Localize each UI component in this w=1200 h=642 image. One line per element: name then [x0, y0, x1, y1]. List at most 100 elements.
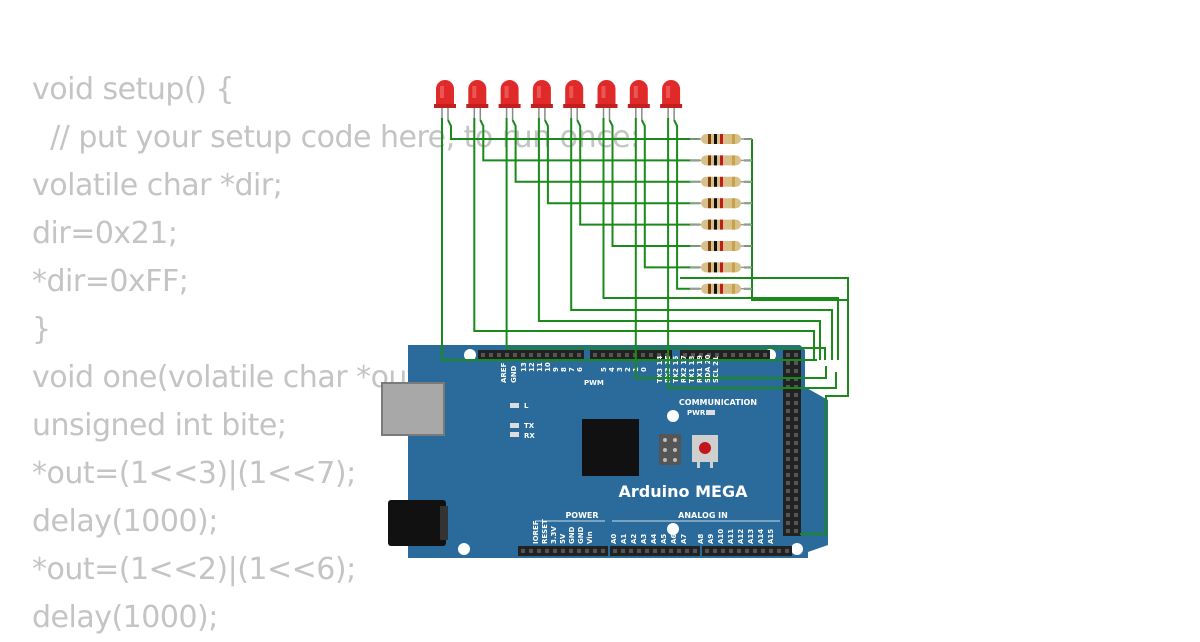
power-header	[518, 546, 608, 556]
label-communication: COMMUNICATION	[679, 398, 757, 407]
icsp-header	[659, 434, 681, 465]
wire	[447, 119, 700, 140]
pin-label: 5	[600, 367, 608, 372]
wire	[473, 118, 815, 360]
analog-header-b	[702, 546, 792, 556]
pin-label: GND	[510, 365, 518, 383]
led	[627, 80, 650, 120]
resistor	[690, 283, 752, 294]
pin-label: A1	[620, 534, 628, 544]
pin-label: RX2 17	[680, 355, 688, 383]
pin-label: TX2 16	[672, 356, 680, 383]
led	[466, 80, 489, 120]
resistor	[690, 262, 752, 273]
microcontroller-chip	[582, 419, 639, 476]
wire	[602, 118, 839, 360]
pin-label: A10	[717, 529, 725, 544]
wires	[441, 118, 849, 535]
pin-label: TX1 18	[688, 356, 696, 383]
dc-jack	[388, 500, 446, 546]
wire	[680, 277, 849, 396]
wire	[576, 119, 700, 226]
resistor	[690, 134, 752, 144]
pin-label: 11	[536, 362, 544, 372]
pin-label: A8	[697, 534, 705, 544]
label-pwm: PWM	[584, 379, 604, 387]
wire	[608, 119, 700, 247]
code-line: delay(1000);	[32, 600, 218, 635]
wire	[537, 118, 821, 360]
pin-label: SCL 21	[712, 356, 720, 383]
digital-header-a	[478, 350, 584, 360]
pin-label: 5V	[559, 533, 567, 544]
wire	[544, 119, 700, 205]
mounting-hole	[464, 349, 476, 361]
label-l: L	[524, 402, 529, 410]
arduino-mega-board: Arduino MEGA L TX RX PWR PWM COMMUNICATI…	[381, 345, 828, 558]
resistor	[690, 219, 752, 230]
pin-label: 13	[520, 362, 528, 372]
code-line: volatile char *dir;	[32, 168, 283, 203]
pin-label: SDA 20	[704, 354, 712, 383]
wire	[505, 118, 826, 360]
led	[660, 80, 683, 120]
pin-label: A12	[737, 529, 745, 544]
mounting-hole	[667, 523, 679, 535]
led-tx-indicator	[510, 423, 519, 428]
pin-label: 0	[640, 367, 648, 372]
resistor	[690, 176, 752, 187]
pin-label: A2	[630, 534, 638, 544]
led	[434, 80, 456, 120]
code-line: delay(1000);	[32, 504, 218, 539]
pin-label: 12	[528, 362, 536, 372]
pin-label: 4	[608, 367, 616, 372]
pin-label: 10	[544, 362, 552, 372]
label-rx: RX	[524, 432, 535, 440]
pin-label: Vin	[586, 531, 594, 544]
led-pwr-indicator	[706, 410, 715, 415]
label-power: POWER	[565, 511, 598, 520]
pin-label: 8	[560, 367, 568, 372]
pin-label: A6	[670, 534, 678, 544]
code-line: }	[32, 312, 51, 347]
double-header	[783, 350, 801, 536]
label-analog-in: ANALOG IN	[678, 511, 728, 520]
pin-label: RX1 19	[696, 355, 704, 383]
label-pwr: PWR	[687, 409, 706, 417]
pin-label: A0	[610, 534, 618, 544]
leds	[434, 80, 683, 120]
wire	[667, 118, 837, 389]
led-rx-indicator	[510, 432, 519, 437]
led	[563, 80, 586, 120]
pin-label: 3.3V	[550, 526, 558, 544]
pin-label: IOREF	[532, 520, 540, 544]
code-line: unsigned int bite;	[32, 408, 287, 443]
pin-label: A15	[767, 529, 775, 544]
code-line: void setup() {	[32, 72, 234, 107]
wire	[570, 118, 833, 360]
code-line: *out=(1<<2)|(1<<6);	[32, 552, 356, 587]
pin-label: A3	[640, 534, 648, 544]
code-line: dir=0x21;	[32, 216, 178, 251]
pin-label: A9	[707, 534, 715, 544]
mounting-hole	[667, 410, 679, 422]
code-line: // put your setup code here, to run once…	[32, 120, 640, 155]
board-name: Arduino MEGA	[619, 482, 749, 501]
pin-label: 3	[616, 367, 624, 372]
resistor	[690, 241, 752, 251]
code-line: *out=(1<<3)|(1<<7);	[32, 456, 356, 491]
usb-connector	[381, 382, 445, 436]
pin-label: A11	[727, 529, 735, 544]
resistors	[690, 134, 752, 294]
pin-label: A5	[660, 534, 668, 544]
wire	[441, 118, 817, 361]
pin-label: A7	[680, 534, 688, 544]
pin-label: A13	[747, 529, 755, 544]
pin-label: 7	[568, 367, 576, 372]
wire	[479, 119, 700, 162]
pin-label: A4	[650, 534, 658, 544]
pin-label: A14	[757, 529, 765, 544]
analog-header-a	[610, 546, 700, 556]
